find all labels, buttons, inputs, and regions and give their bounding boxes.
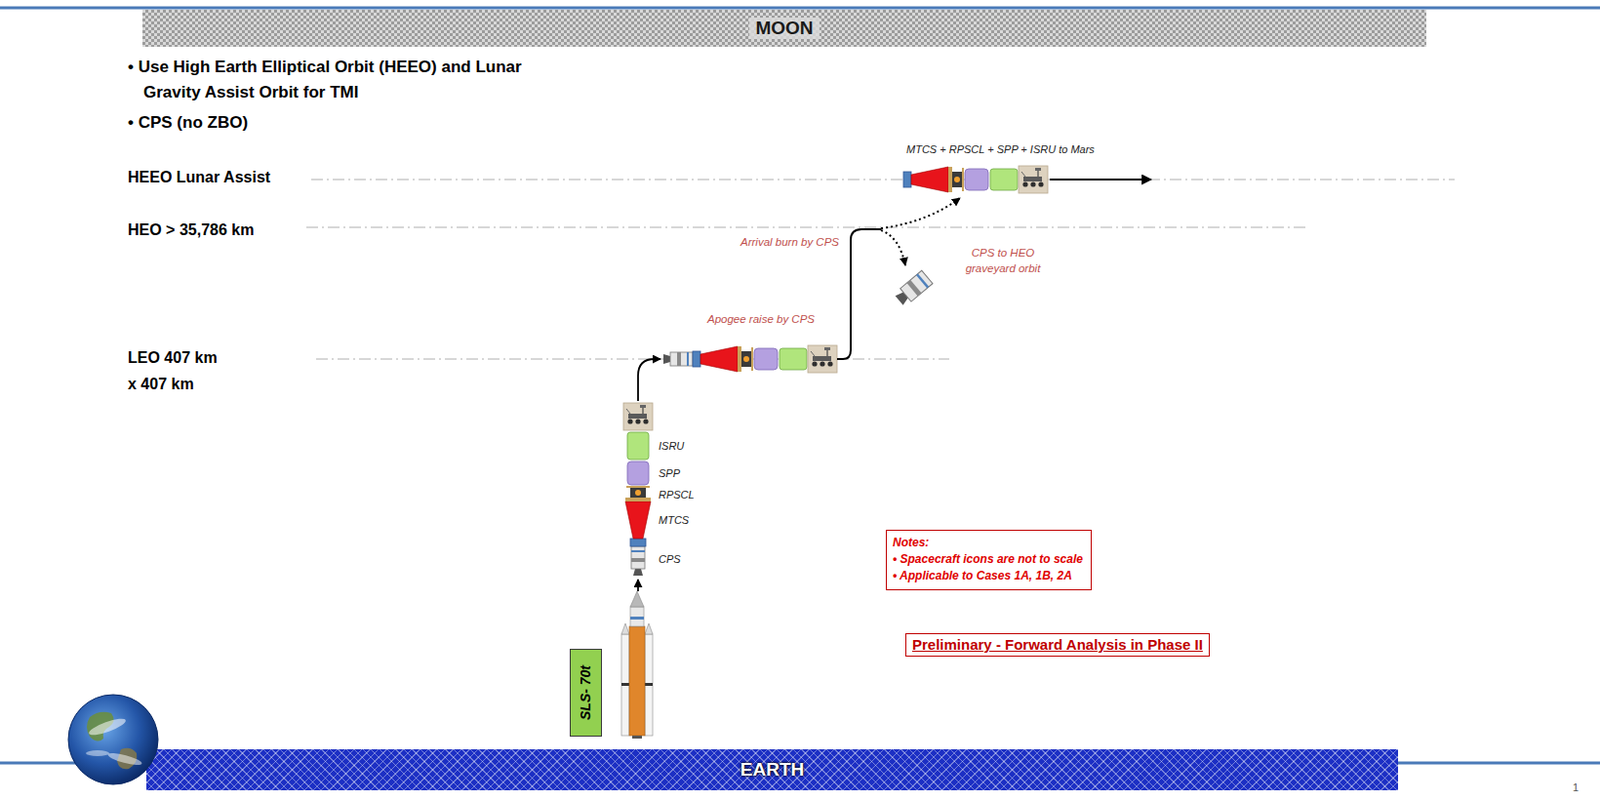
leo-line	[316, 358, 950, 360]
launch-arrow	[637, 579, 640, 592]
graveyard-cps	[893, 270, 933, 308]
tmi-arrow	[1049, 178, 1152, 181]
orbit-label: HEEO Lunar Assist	[127, 163, 271, 191]
bullet-text: • Use High Earth Elliptical Orbit (HEEO)…	[127, 54, 583, 106]
node-text: • Spacecraft icons are not to scale	[892, 551, 1083, 568]
trajectory	[638, 179, 1152, 592]
page-number: 1	[1572, 780, 1579, 795]
moon-band: MOON	[142, 9, 1427, 47]
maneuver-label: Arrival burn by CPS	[740, 234, 840, 250]
earth-band: EARTH	[146, 749, 1399, 791]
node-text: • Applicable to Cases 1A, 1B, 2A	[892, 567, 1083, 585]
node-text: Preliminary - Forward Analysis in Phase …	[912, 636, 1203, 654]
insertion-arrow	[638, 359, 661, 401]
part-name: ISRU	[658, 439, 684, 453]
status-box: Preliminary - Forward Analysis in Phase …	[905, 633, 1210, 657]
dotted-arrow	[880, 230, 906, 266]
rocket	[621, 591, 653, 739]
part-name: MTCS	[658, 513, 689, 527]
notes-box: Notes:• Spacecraft icons are not to scal…	[885, 529, 1092, 591]
orbit-lines	[306, 179, 1455, 360]
apogee-path	[837, 229, 881, 360]
dotted-arrow	[880, 198, 960, 229]
heeo-line	[311, 178, 1455, 180]
part-name: SPP	[658, 466, 680, 480]
heeo-stack	[903, 165, 1048, 194]
bullet-text: • CPS (no ZBO)	[127, 110, 248, 136]
node-text: Notes:	[892, 534, 1083, 552]
maneuver-label: Apogee raise by CPS	[707, 311, 815, 327]
stack-caption: MTCS + RPSCL + SPP + ISRU to Mars	[906, 142, 1095, 157]
orbit-label: HEO > 35,786 km	[127, 216, 254, 243]
heo-line	[306, 226, 1307, 228]
node-text: EARTH	[740, 759, 804, 781]
maneuver-label: CPS to HEO graveyard orbit	[954, 244, 1052, 277]
orbit-label: LEO 407 km x 407 km	[127, 344, 224, 398]
vertical-stack	[625, 432, 651, 576]
node-text: SLS- 70t	[577, 665, 594, 720]
node-text: MOON	[749, 17, 819, 40]
leo-stack	[663, 345, 838, 373]
vehicle-tag: SLS- 70t	[569, 648, 602, 737]
part-name: RPSCL	[658, 487, 695, 502]
part-name: CPS	[658, 552, 681, 566]
rover-icon	[623, 402, 653, 431]
